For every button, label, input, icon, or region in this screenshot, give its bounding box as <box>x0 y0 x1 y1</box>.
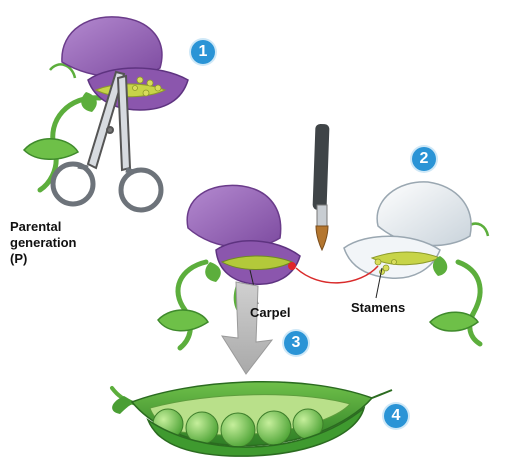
pea <box>220 412 256 448</box>
flower-3-donor <box>343 181 490 347</box>
flower-1-sepal <box>81 92 97 112</box>
flower-2-sepal <box>205 262 221 282</box>
parental-generation-label: Parental generation (P) <box>10 219 110 267</box>
pollination-point <box>288 262 296 270</box>
flower-3-sepal <box>432 256 448 276</box>
pea <box>256 410 292 446</box>
flower-2-recipient <box>157 184 301 351</box>
flower-3-leaf <box>428 311 480 332</box>
step-badge-3: 3 <box>284 331 308 355</box>
pollen-transfer-line <box>295 265 379 284</box>
flower-3-stem <box>455 259 483 347</box>
flower-1-leaf <box>22 138 80 160</box>
flower-2-stem <box>175 259 209 351</box>
stamens-pointer <box>375 267 383 299</box>
parental-line-2: generation <box>10 235 77 250</box>
paintbrush-icon <box>312 123 330 252</box>
pea-pod <box>110 380 393 457</box>
step-badge-2: 2 <box>412 147 436 171</box>
scissors-icon <box>50 70 164 213</box>
carpel-label: Carpel <box>250 305 291 320</box>
process-arrow <box>221 281 274 375</box>
stamens-label: Stamens <box>351 300 406 315</box>
pod-shell-front <box>146 405 366 457</box>
pod-sepals <box>112 396 138 414</box>
flower-2-leaf <box>157 309 209 332</box>
flower-2-petal-top <box>186 184 282 249</box>
parental-line-1: Parental <box>10 219 62 234</box>
step-badge-1: 1 <box>191 40 215 64</box>
step-badge-4: 4 <box>384 404 408 428</box>
parental-line-3: (P) <box>10 251 28 266</box>
